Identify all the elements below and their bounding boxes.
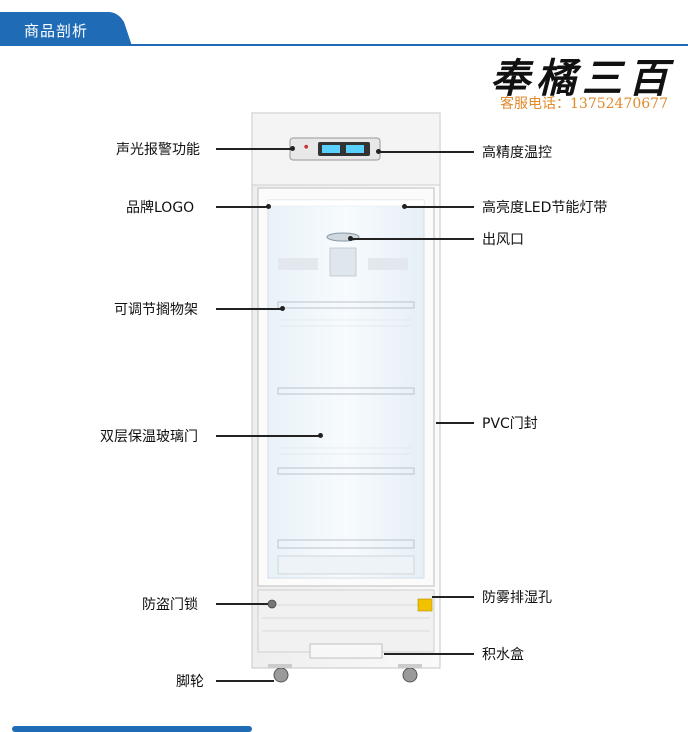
drip-tray [309,643,383,659]
callout-line [406,206,474,208]
section-tab-shape [0,12,132,46]
callout-dot [402,204,407,209]
brand-logo-mark: ● [304,144,309,150]
callout-line [436,422,474,424]
callout-pvc-door-seal: PVC门封 [482,416,538,432]
section-header: 商品剖析 [0,12,688,52]
callout-anti-fog-vent: 防雾排湿孔 [482,590,552,606]
callout-line [384,653,474,655]
callout-dot [266,204,271,209]
callout-air-outlet: 出风口 [482,232,524,248]
callout-line [352,238,474,240]
callout-caster: 脚轮 [176,674,204,690]
callout-adjustable-shelf: 可调节搁物架 [114,302,198,318]
callout-line [216,435,320,437]
callout-line [380,151,474,153]
warning-label [417,598,433,612]
section-divider [100,44,688,46]
caster-right [402,667,418,683]
callout-dot [318,433,323,438]
callout-double-glass-door: 双层保温玻璃门 [100,429,198,445]
callout-line [216,308,282,310]
callout-dot [280,306,285,311]
brand-watermark: 奉橘三百 [490,55,674,102]
callout-water-tray: 积水盒 [482,647,524,663]
callout-dot [348,236,353,241]
callout-line [216,206,268,208]
caster-left [273,667,289,683]
callout-dot [290,146,295,151]
adjustable-shelves [277,301,415,549]
callout-line [216,603,268,605]
customer-service-phone: 客服电话：13752470677 [500,96,668,112]
next-section-tab [12,726,252,732]
callout-precision-temp-control: 高精度温控 [482,145,552,161]
callout-line [432,596,474,598]
callout-line [216,148,292,150]
callout-led-strip: 高亮度LED节能灯带 [482,200,608,216]
section-title: 商品剖析 [24,22,89,40]
air-outlet-fan [326,232,360,242]
callout-brand-logo: 品牌LOGO [126,200,195,216]
door-lock [267,599,277,609]
callout-anti-theft-lock: 防盗门锁 [142,597,198,613]
callout-sound-light-alarm: 声光报警功能 [116,142,200,158]
callout-dot [376,149,381,154]
callout-line [216,680,274,682]
